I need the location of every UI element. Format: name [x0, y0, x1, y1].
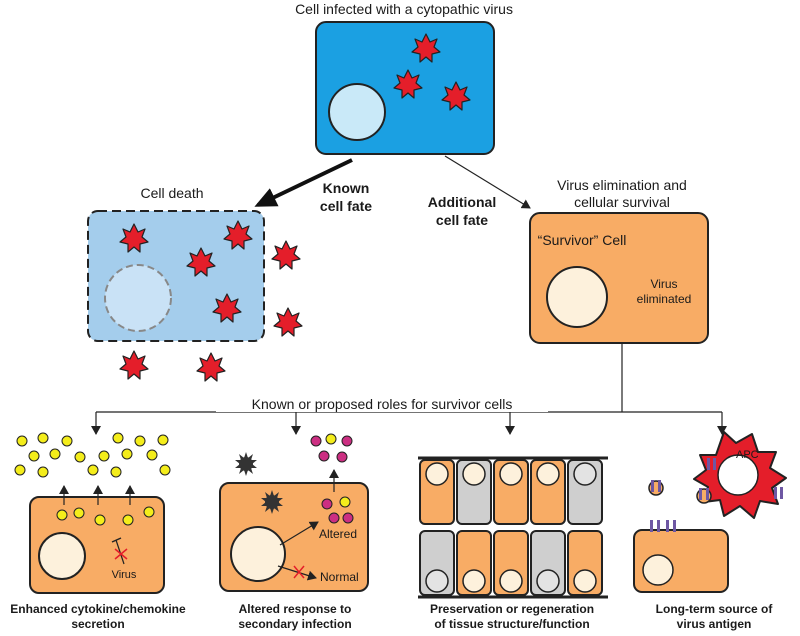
dark-spiky-virus-icon — [235, 452, 257, 476]
virus-eliminated-label: Virus — [650, 277, 677, 291]
virus-star-icon — [271, 240, 301, 270]
additional-fate-label: Additional — [428, 194, 496, 210]
survival-title: Virus elimination and — [557, 177, 687, 193]
dead-nucleus — [104, 264, 172, 332]
secondary-caption: Altered response to — [239, 602, 352, 616]
secondary-caption: secondary infection — [238, 617, 351, 631]
virus-star-icon — [196, 352, 226, 382]
secondary-panel — [219, 433, 369, 592]
antigen-caption: Long-term source of — [656, 602, 774, 616]
survivor-cell-label: “Survivor” Cell — [538, 232, 627, 248]
survivor-nucleus — [546, 266, 608, 328]
tissue-panel — [418, 456, 608, 599]
virus-eliminated-label: eliminated — [637, 292, 692, 306]
antigen-caption: virus antigen — [677, 617, 752, 631]
antigen-panel — [633, 431, 787, 593]
additional-fate-label: cell fate — [436, 212, 488, 228]
altered-label: Altered — [319, 527, 357, 541]
infected-nucleus — [328, 83, 386, 141]
apc-label: APC — [736, 449, 759, 461]
roles-title-bg — [216, 396, 548, 412]
additional-fate-arrow — [444, 155, 531, 209]
mhc-receptor-icon — [707, 458, 710, 470]
cytokine-caption: secretion — [71, 617, 124, 631]
cytokine-panel — [14, 432, 171, 594]
known-fate-label: Known — [323, 180, 370, 196]
mhc-receptor-icon — [650, 520, 653, 532]
survival-title: cellular survival — [574, 194, 670, 210]
cell-death-title: Cell death — [140, 185, 203, 201]
tissue-caption: Preservation or regeneration — [430, 602, 594, 616]
roles-title: Known or proposed roles for survivor cel… — [252, 396, 513, 412]
tissue-caption: of tissue structure/function — [434, 617, 589, 631]
cytokine-caption: Enhanced cytokine/chemokine — [10, 602, 186, 616]
top-title: Cell infected with a cytopathic virus — [295, 1, 513, 17]
normal-label: Normal — [320, 570, 359, 584]
known-fate-arrow — [254, 158, 353, 207]
virus-star-icon — [119, 350, 149, 380]
virus-star-icon — [273, 307, 303, 337]
known-fate-label: cell fate — [320, 198, 372, 214]
virus-label: Virus — [112, 569, 137, 581]
mhc-receptor-icon — [774, 487, 777, 499]
